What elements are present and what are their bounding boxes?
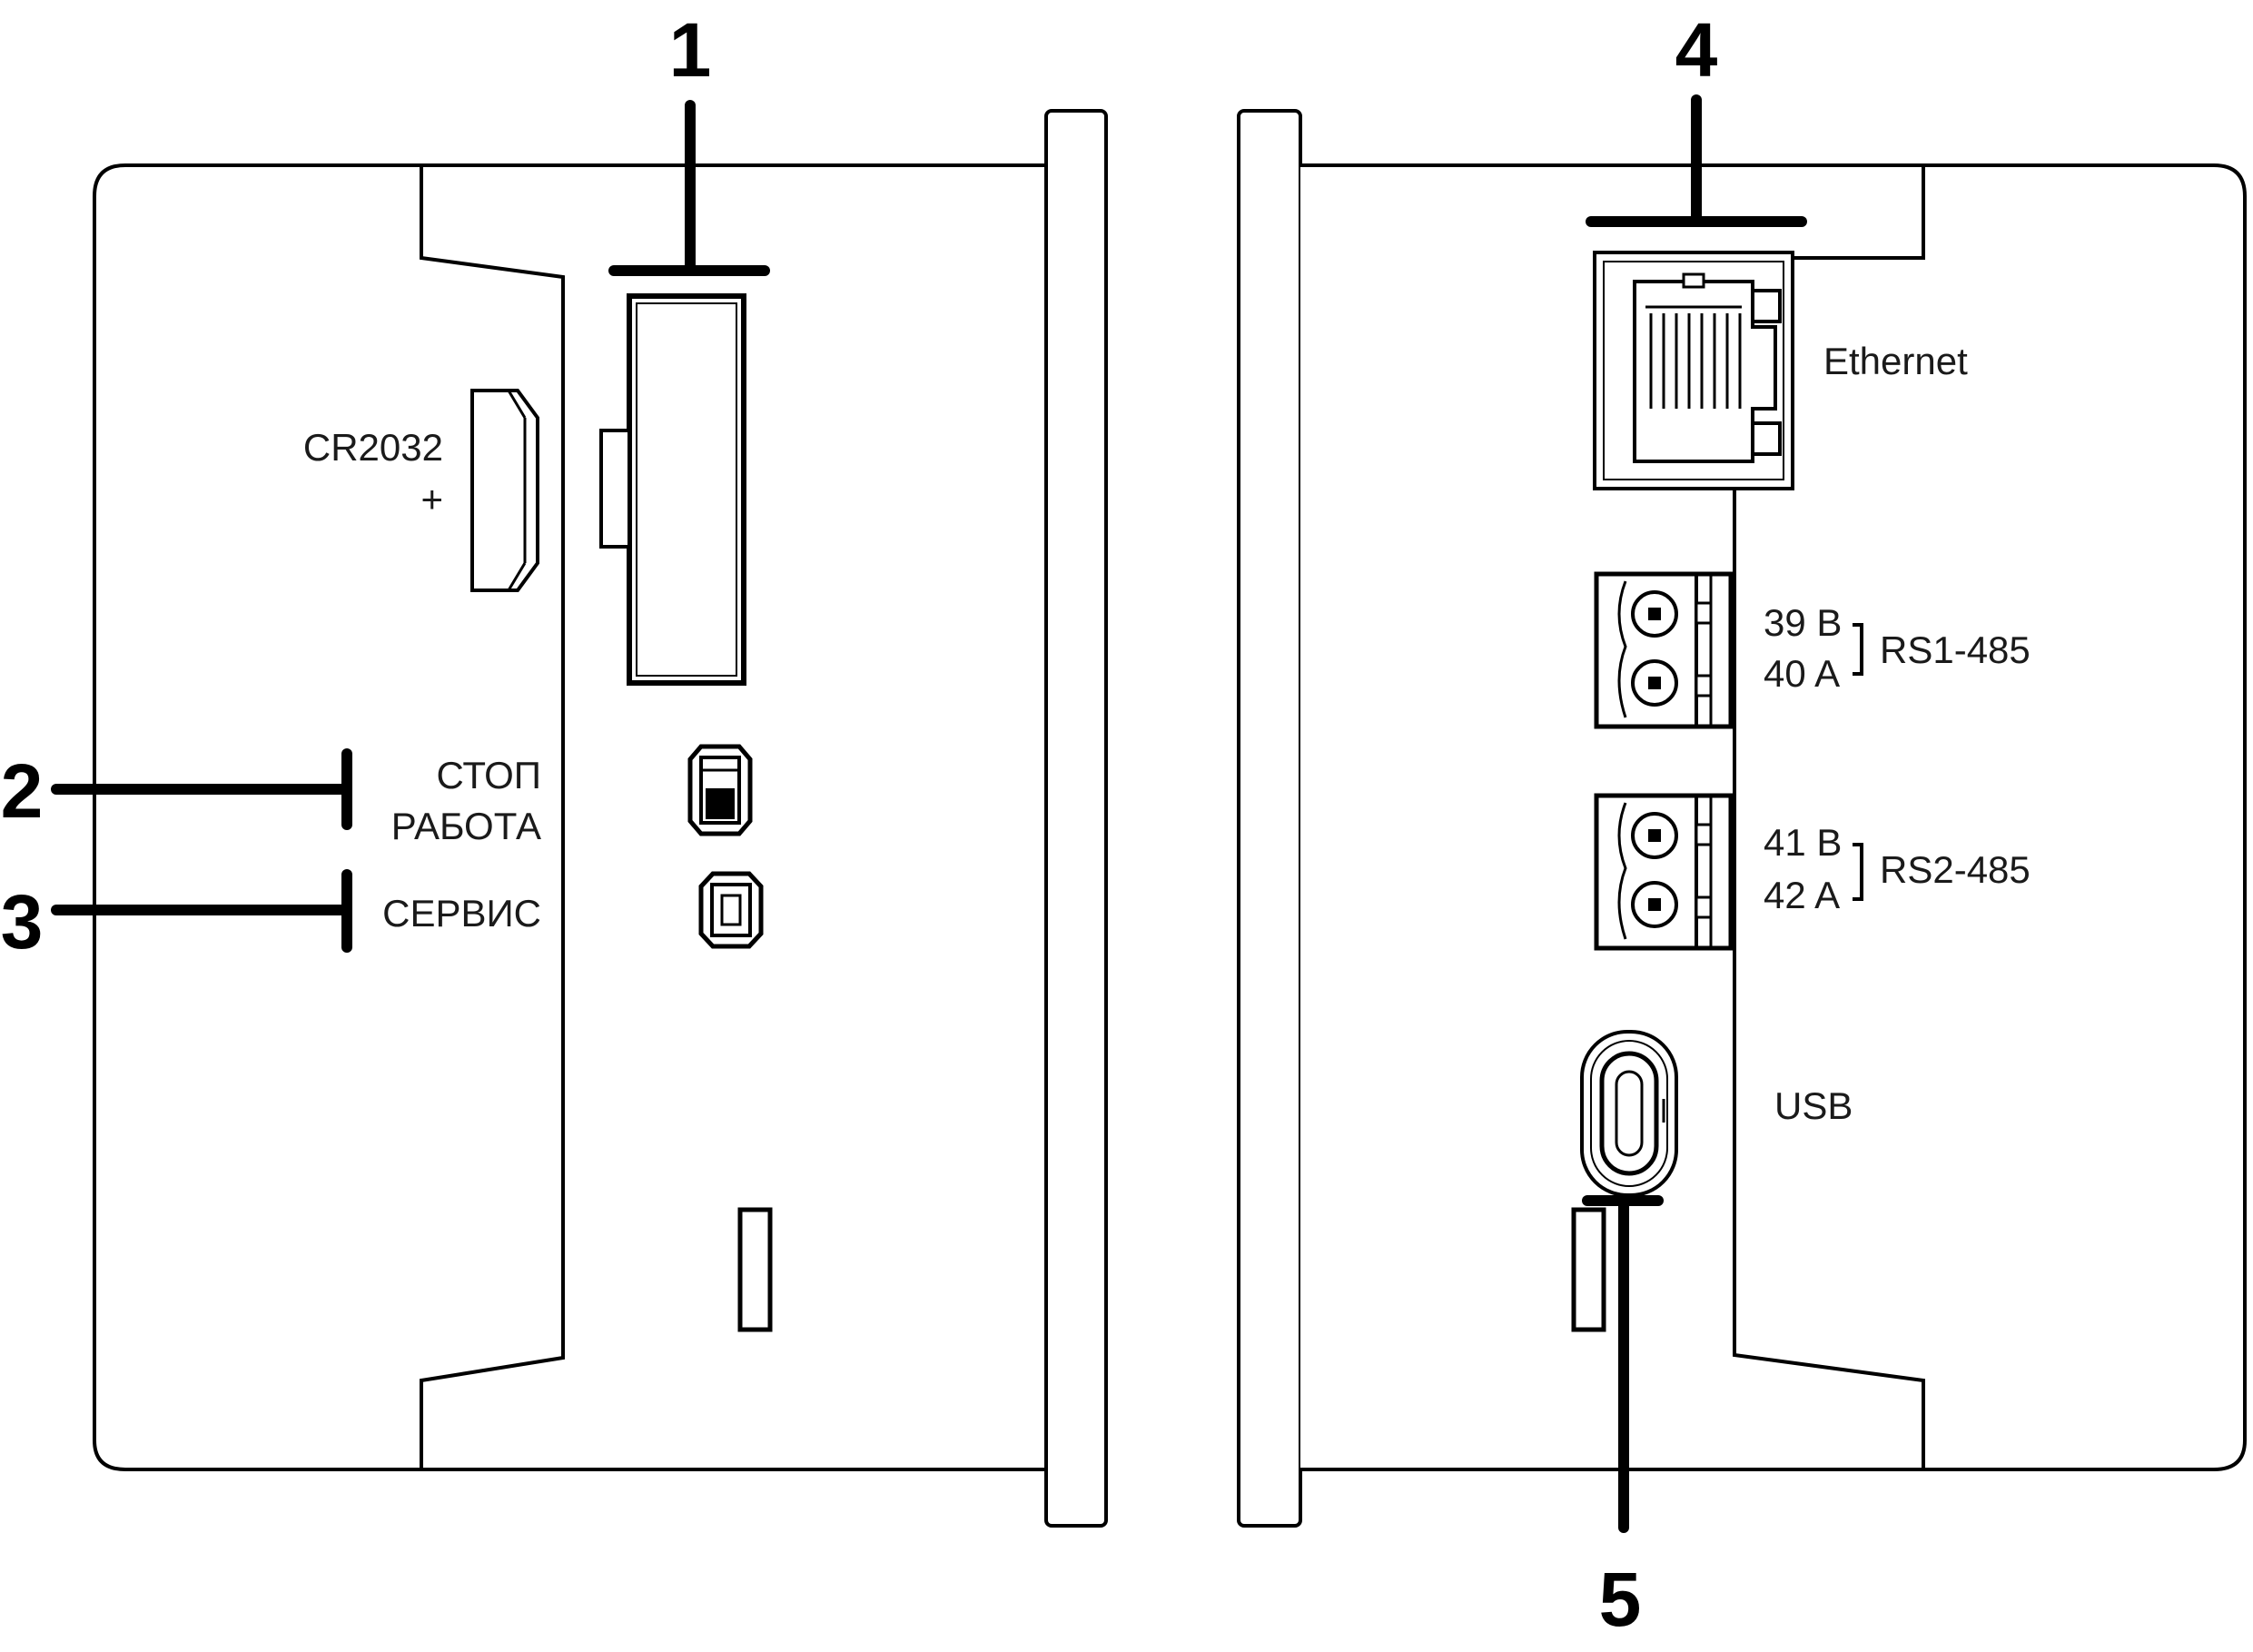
callout-4: 4 (1675, 7, 1718, 93)
rs1-b-label: 39 B (1764, 601, 1842, 644)
rs-brackets (1853, 623, 1863, 901)
callout-lines (51, 94, 1807, 1533)
rs2-label: RS2-485 (1880, 848, 2031, 891)
sd-card-slot (627, 293, 746, 686)
callout-3: 3 (1, 879, 44, 964)
rs2-a-label: 42 A (1764, 874, 1840, 916)
service-label: СЕРВИС (382, 892, 541, 935)
left-front-bar (1044, 109, 1108, 1528)
usb-label: USB (1774, 1084, 1853, 1127)
rs1-terminal[interactable] (1594, 571, 1734, 729)
right-inner-contour (1733, 165, 1925, 1469)
right-device (1237, 109, 2247, 1528)
rs1-label: RS1-485 (1880, 628, 2031, 671)
ethernet-port[interactable] (1593, 251, 1794, 490)
callout-2: 2 (1, 748, 44, 834)
stop-run-switch[interactable] (687, 744, 753, 836)
right-latch-slot (1571, 1207, 1606, 1332)
callout-5: 5 (1599, 1557, 1642, 1642)
left-inner-contour (420, 165, 565, 1469)
usb-port[interactable] (1580, 1030, 1678, 1197)
ethernet-label: Ethernet (1823, 340, 1968, 382)
callout-1: 1 (669, 7, 712, 93)
rs1-a-label: 40 A (1764, 652, 1840, 695)
battery-polarity: + (420, 478, 443, 520)
switch-stop-label: СТОП (436, 754, 541, 796)
rs2-b-label: 41 B (1764, 821, 1842, 864)
service-button[interactable] (698, 871, 764, 949)
rs2-terminal[interactable] (1594, 793, 1734, 951)
sd-card-latch (599, 429, 631, 549)
switch-run-label: РАБОТА (391, 805, 541, 847)
battery-holder (470, 389, 539, 592)
battery-label: CR2032 (303, 426, 443, 469)
left-housing (93, 163, 1046, 1471)
left-latch-slot (737, 1207, 773, 1332)
ethernet-pins (1649, 313, 1742, 409)
left-device (93, 109, 1108, 1528)
right-front-bar (1237, 109, 1302, 1528)
right-housing (1300, 163, 2247, 1471)
